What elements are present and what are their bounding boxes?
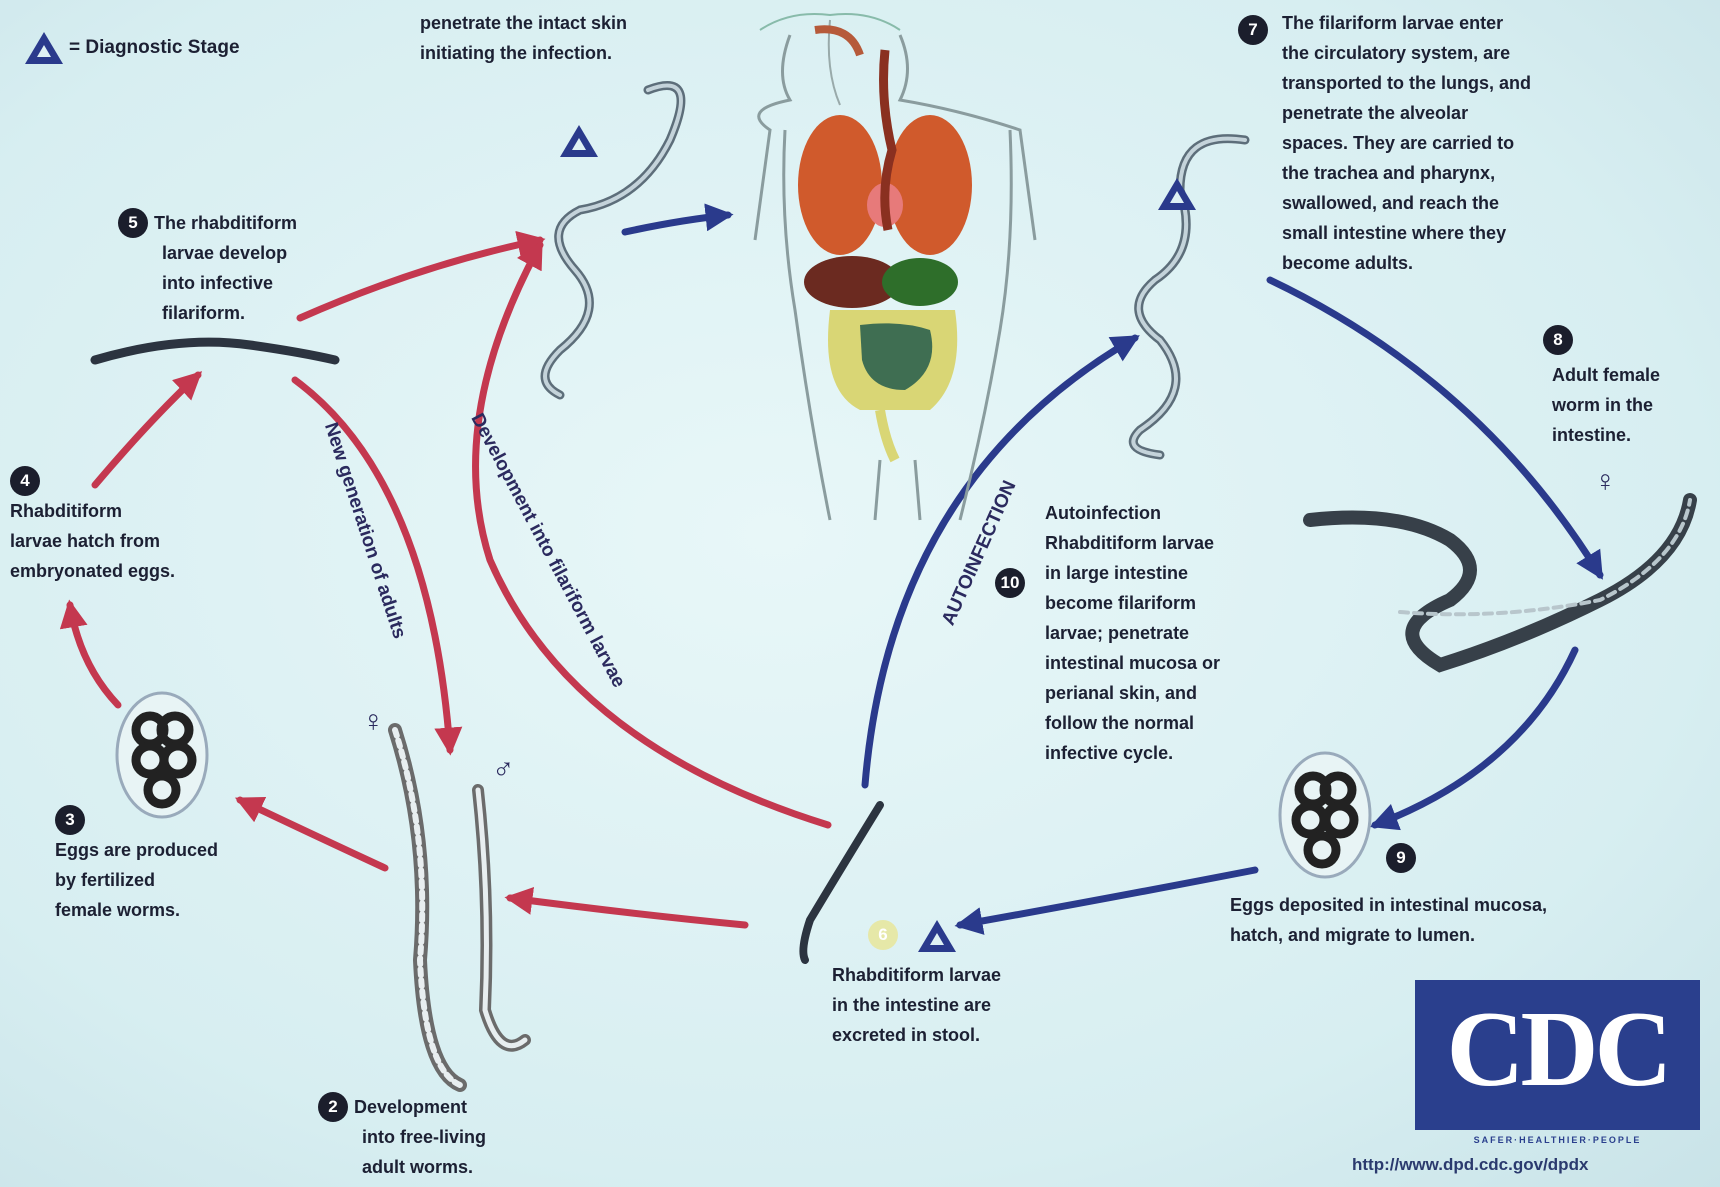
stage-1-text: penetrate the intact skin initiating the… bbox=[420, 8, 627, 68]
cdc-tagline: SAFER·HEALTHIER·PEOPLE bbox=[1415, 1135, 1700, 1145]
cdc-logo: CDC bbox=[1415, 980, 1700, 1130]
filariform-larva-5 bbox=[95, 342, 335, 360]
arrow-s2-to-s3 bbox=[240, 800, 385, 868]
male-symbol: ♂ bbox=[492, 752, 515, 786]
diagnostic-stage-icon bbox=[25, 32, 63, 64]
arrow-s5-to-s1 bbox=[300, 240, 540, 318]
stage-8-text: Adult female worm in the intestine. bbox=[1552, 360, 1660, 450]
stage-9-badge: 9 bbox=[1386, 843, 1416, 873]
stage-7-text: The filariform larvae enter the circulat… bbox=[1282, 8, 1531, 278]
stage-10-badge: 10 bbox=[995, 568, 1025, 598]
stage-8-badge: 8 bbox=[1543, 325, 1573, 355]
stage-5-badge: 5 bbox=[118, 208, 148, 238]
stage-6-text: Rhabditiform larvae in the intestine are… bbox=[832, 960, 1001, 1050]
diagnostic-stage-icon bbox=[560, 125, 598, 157]
arrow-s1-to-host bbox=[625, 215, 728, 232]
stage-4-text: 4 Rhabditiform larvae hatch from embryon… bbox=[10, 466, 175, 586]
diagnostic-stage-icon bbox=[1158, 178, 1196, 210]
stage-10-text: Autoinfection Rhabditiform larvae in lar… bbox=[1045, 498, 1220, 768]
stage-2-text: 2Development into free-living adult worm… bbox=[318, 1092, 486, 1182]
stage-4-badge: 4 bbox=[10, 466, 40, 496]
stage-3-badge: 3 bbox=[55, 805, 85, 835]
source-url: http://www.dpd.cdc.gov/dpdx bbox=[1352, 1155, 1588, 1175]
stage-3-text: 3 Eggs are produced by fertilized female… bbox=[55, 805, 218, 925]
diagnostic-stage-icon bbox=[918, 920, 956, 952]
stage-9-text: Eggs deposited in intestinal mucosa, hat… bbox=[1230, 890, 1547, 950]
arrow-s6-to-s2 bbox=[510, 898, 745, 925]
stage-7-badge: 7 bbox=[1238, 15, 1268, 45]
stage-2-badge: 2 bbox=[318, 1092, 348, 1122]
legend-diagnostic: = Diagnostic Stage bbox=[25, 32, 240, 64]
arrow-s3-to-s4 bbox=[70, 605, 118, 705]
female-symbol: ♀ bbox=[362, 705, 385, 739]
stage-6-badge: 6 bbox=[868, 920, 898, 950]
female-symbol: ♀ bbox=[1594, 465, 1617, 499]
human-host-figure bbox=[755, 14, 1035, 520]
arrow-s8-to-s9 bbox=[1375, 650, 1575, 825]
stage-5-text: 5The rhabditiform larvae develop into in… bbox=[118, 208, 297, 328]
arrow-s9-to-s6 bbox=[960, 870, 1255, 925]
